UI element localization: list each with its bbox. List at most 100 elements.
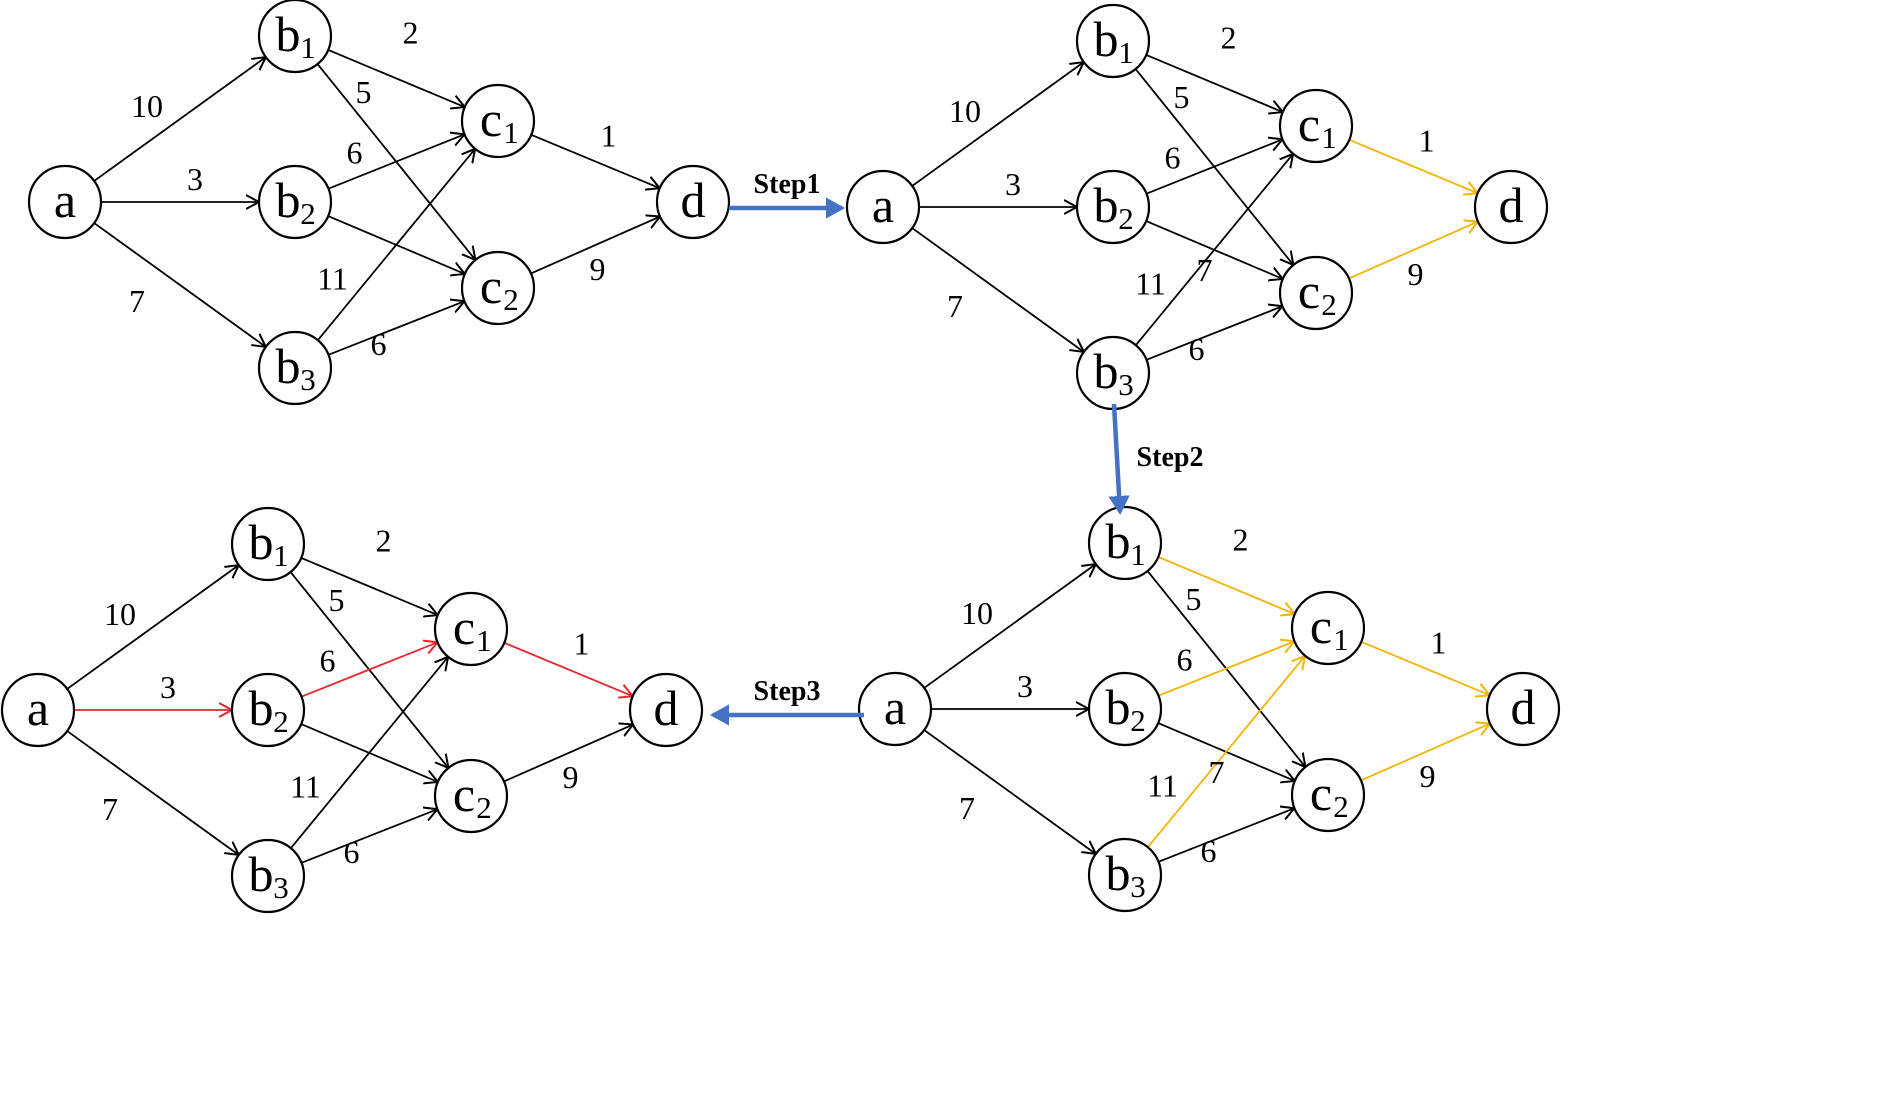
node-subscript-b2-after-step3: 2 [273, 704, 289, 739]
node-d-after-step1: d [1473, 169, 1549, 245]
node-circle-a-after-step1 [845, 169, 921, 245]
edge-weight-b2-c1-after-step1: 6 [1165, 140, 1181, 176]
node-subscript-c2-after-step2: 2 [1333, 789, 1349, 824]
edge-weight-b3-c2-after-step2: 6 [1201, 833, 1217, 869]
node-subscript-b3-initial: 3 [300, 362, 316, 397]
edge-weight-c2-d-after-step2: 9 [1420, 758, 1436, 794]
edge-weight-b3-c2-after-step1: 6 [1189, 331, 1205, 367]
edge-a-b3-after-step2 [923, 729, 1095, 853]
edge-weight-b3-c2-initial: 6 [371, 326, 387, 362]
step3-label: Step3 [754, 676, 821, 707]
node-circle-a-after-step3 [0, 672, 76, 748]
node-label-b3-initial: b [276, 338, 301, 394]
edge-c2-d-after-step3 [503, 725, 632, 783]
node-subscript-b1-after-step3: 1 [273, 538, 289, 573]
node-a-after-step2: a [857, 671, 933, 747]
node-label-c1-after-step3: c [453, 599, 475, 655]
edge-b3-c2-initial [328, 302, 463, 356]
edge-b3-c2-after-step1 [1146, 307, 1281, 361]
edge-b3-c2-after-step2 [1158, 809, 1293, 863]
edge-a-b1-initial [93, 58, 265, 182]
node-subscript-c2-after-step3: 2 [476, 790, 492, 825]
node-subscript-b3-after-step3: 3 [273, 870, 289, 905]
node-label-d-after-step1: d [1499, 177, 1524, 233]
node-d-initial: d [655, 164, 731, 240]
node-subscript-b2-after-step2: 2 [1130, 703, 1146, 738]
node-a-after-step3: a [0, 672, 76, 748]
edge-a-b1-after-step3 [66, 566, 238, 690]
node-circle-a-after-step2 [857, 671, 933, 747]
edge-b2-c1-initial [328, 135, 463, 190]
edge-weight-a-b3-after-step2: 7 [959, 790, 975, 826]
edge-b2-c1-after-step1 [1146, 140, 1281, 195]
edge-b1-c1-after-step2 [1157, 556, 1294, 614]
edge-weight-b1-c2-initial: 5 [356, 74, 372, 110]
node-subscript-c2-initial: 2 [503, 282, 519, 317]
node-circle-b1-initial [257, 0, 333, 74]
node-subscript-b1-after-step2: 1 [1130, 537, 1146, 572]
node-subscript-b3-after-step2: 3 [1130, 869, 1146, 904]
edge-weight-a-b1-after-step3: 10 [104, 596, 136, 632]
node-label-c2-initial: c [480, 258, 502, 314]
edge-weight-b3-c1-after-step3: 11 [290, 769, 321, 805]
edge-weight-c2-d-after-step3: 9 [563, 759, 579, 795]
node-circle-b2-after-step1 [1075, 169, 1151, 245]
edge-b3-c1-after-step2 [1147, 657, 1305, 848]
edge-b3-c1-initial [317, 150, 475, 341]
node-circle-b2-after-step3 [230, 672, 306, 748]
node-label-c2-after-step1: c [1298, 263, 1320, 319]
node-circle-c2-after-step1 [1278, 255, 1354, 331]
node-circle-a-initial [27, 164, 103, 240]
node-label-a-initial: a [54, 172, 76, 228]
edge-c2-d-after-step1 [1348, 222, 1477, 280]
edge-weight-b2-c1-initial: 6 [347, 135, 363, 171]
edge-b2-c1-after-step2 [1158, 642, 1293, 697]
node-subscript-b3-after-step1: 3 [1118, 367, 1134, 402]
edge-weight-b1-c1-initial: 2 [403, 15, 419, 51]
node-circle-c1-after-step3 [433, 591, 509, 667]
edge-weight-b3-c1-after-step1: 11 [1135, 266, 1166, 302]
edge-weight-a-b2-after-step1: 3 [1005, 166, 1021, 202]
edge-b1-c1-after-step1 [1145, 54, 1282, 112]
edge-b3-c1-after-step1 [1135, 155, 1293, 346]
node-label-b1-after-step2: b [1106, 513, 1131, 569]
edge-c1-d-initial [530, 133, 659, 188]
node-circle-b2-after-step2 [1087, 671, 1163, 747]
edge-b1-c1-initial [327, 49, 464, 107]
node-circle-c1-after-step2 [1290, 590, 1366, 666]
edge-weight-a-b2-after-step2: 3 [1017, 668, 1033, 704]
edge-c2-d-initial [530, 217, 659, 275]
node-label-a-after-step3: a [27, 680, 49, 736]
step2-arrow [1114, 403, 1120, 512]
node-circle-c2-initial [460, 250, 536, 326]
node-label-b2-initial: b [276, 172, 301, 228]
edge-c1-d-after-step2 [1360, 640, 1489, 695]
edge-b3-c2-after-step3 [301, 810, 436, 864]
edge-weight-b2-c2-after-step2: 7 [1209, 754, 1225, 790]
edge-weight-b3-c1-initial: 11 [317, 261, 348, 297]
edge-weight-b1-c1-after-step1: 2 [1221, 20, 1237, 56]
edge-weight-a-b1-initial: 10 [131, 88, 163, 124]
node-a-initial: a [27, 164, 103, 240]
node-label-d-initial: d [681, 172, 706, 228]
edge-weight-c1-d-after-step1: 1 [1419, 123, 1435, 159]
node-a-after-step1: a [845, 169, 921, 245]
node-circle-c1-initial [460, 83, 536, 159]
edge-a-b1-after-step2 [923, 565, 1095, 689]
edge-a-b3-after-step1 [911, 227, 1083, 351]
